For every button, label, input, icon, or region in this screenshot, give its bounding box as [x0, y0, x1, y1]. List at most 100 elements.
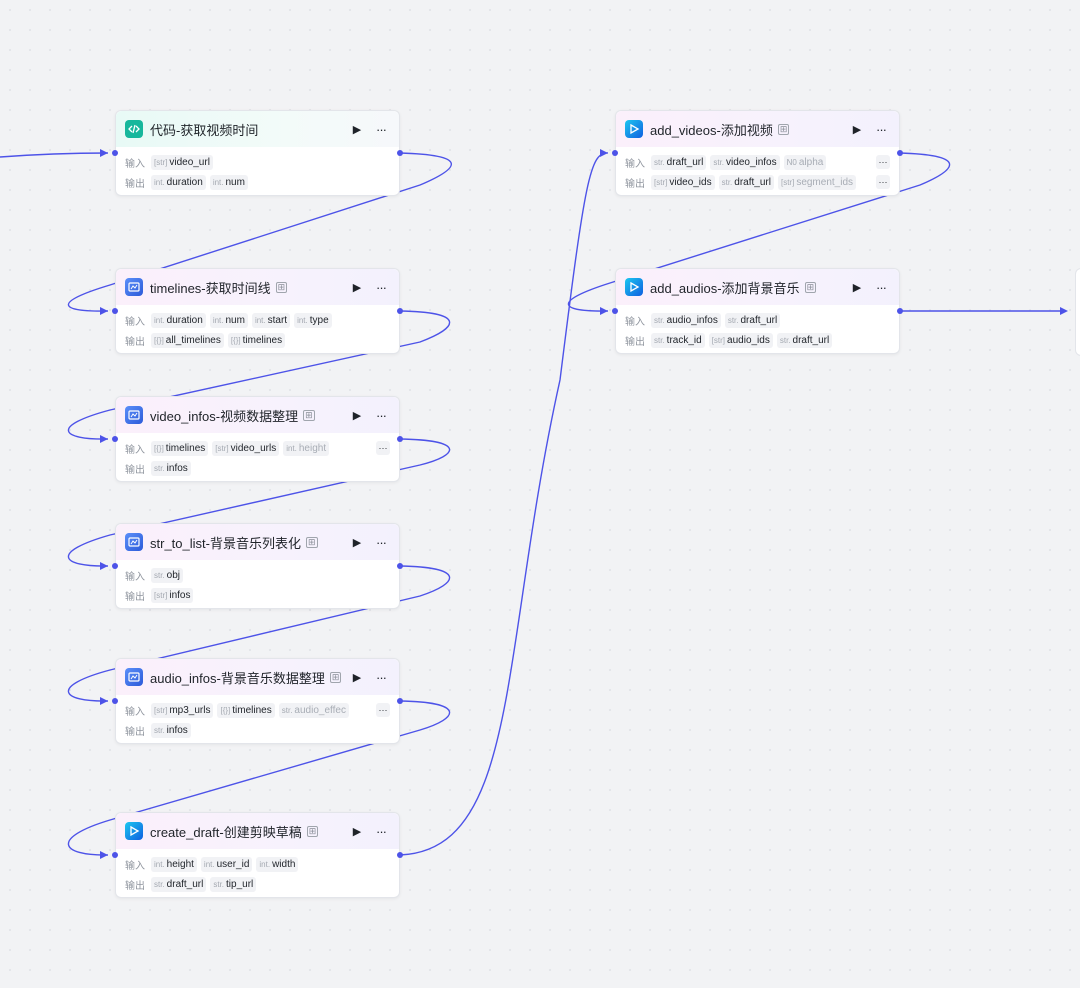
run-button[interactable]: ▶	[352, 409, 362, 422]
node-audio-infos[interactable]: audio_infos-背景音乐数据整理 ⊞ ▶ ··· 输入 [str]mp3…	[115, 658, 400, 744]
more-params-button[interactable]: ···	[376, 441, 390, 455]
run-button[interactable]: ▶	[352, 671, 362, 684]
param-tag: int.user_id	[200, 856, 253, 872]
node-title: timelines-获取时间线	[150, 280, 271, 296]
plugin-badge-icon: ⊞	[305, 536, 318, 548]
plugin-icon	[125, 406, 143, 424]
param-tag: int.width	[256, 856, 299, 872]
node-offscreen-partial[interactable]	[1075, 268, 1080, 356]
output-port[interactable]	[397, 436, 403, 442]
input-port[interactable]	[612, 308, 618, 314]
node-video-infos[interactable]: video_infos-视频数据整理 ⊞ ▶ ··· 输入 [{}]timeli…	[115, 396, 400, 482]
node-code-get-video-time[interactable]: 代码-获取视频时间 ▶ ··· 输入 [str]video_url 输出 int…	[115, 110, 400, 196]
output-label: 输出	[625, 178, 645, 190]
param-tag: int.duration	[151, 312, 206, 328]
node-title: str_to_list-背景音乐列表化	[150, 535, 301, 551]
more-params-button[interactable]: ···	[876, 175, 890, 189]
node-timelines[interactable]: timelines-获取时间线 ⊞ ▶ ··· 输入 int.duration …	[115, 268, 400, 354]
output-row: 输出 str.draft_url str.tip_url	[116, 874, 399, 894]
output-label: 输出	[125, 464, 145, 476]
more-params-button[interactable]: ···	[376, 703, 390, 717]
node-add-videos[interactable]: add_videos-添加视频 ⊞ ▶ ··· 输入 str.draft_url…	[615, 110, 900, 196]
param-tag: str.infos	[151, 722, 191, 738]
more-params-button[interactable]: ···	[876, 155, 890, 169]
plugin-badge-icon: ⊞	[306, 825, 319, 837]
param-tag: int.type	[294, 312, 332, 328]
node-header[interactable]: timelines-获取时间线 ⊞ ▶ ···	[116, 269, 399, 305]
output-label: 输出	[125, 178, 145, 190]
output-row: 输出 str.infos	[116, 720, 399, 740]
output-port[interactable]	[897, 150, 903, 156]
output-row: 输出 [str]infos	[116, 585, 399, 605]
more-menu-button[interactable]: ···	[376, 121, 387, 137]
node-title: 代码-获取视频时间	[150, 122, 259, 138]
node-title: video_infos-视频数据整理	[150, 408, 299, 424]
more-menu-button[interactable]: ···	[376, 407, 387, 423]
run-button[interactable]: ▶	[352, 536, 362, 549]
input-port[interactable]	[112, 150, 118, 156]
plugin-icon	[125, 533, 143, 551]
input-label: 输入	[625, 316, 645, 328]
more-menu-button[interactable]: ···	[376, 534, 387, 550]
arrowhead	[100, 851, 108, 859]
input-port[interactable]	[112, 308, 118, 314]
output-port[interactable]	[397, 698, 403, 704]
param-tag: [{}]timelines	[151, 440, 209, 456]
plugin-icon	[125, 278, 143, 296]
more-menu-button[interactable]: ···	[376, 669, 387, 685]
input-port[interactable]	[112, 698, 118, 704]
arrowhead	[100, 435, 108, 443]
param-tag: [str]video_url	[151, 154, 213, 170]
output-port[interactable]	[397, 150, 403, 156]
output-label: 输出	[125, 591, 145, 603]
node-header[interactable]: video_infos-视频数据整理 ⊞ ▶ ···	[116, 397, 399, 433]
output-row: 输出 int.duration int.num	[116, 172, 399, 192]
node-header[interactable]: audio_infos-背景音乐数据整理 ⊞ ▶ ···	[116, 659, 399, 695]
plugin-badge-icon: ⊞	[303, 409, 315, 421]
param-tag: str.draft_url	[718, 174, 774, 190]
arrowhead	[100, 697, 108, 705]
input-port[interactable]	[612, 150, 618, 156]
run-button[interactable]: ▶	[352, 281, 362, 294]
param-tag: int.height	[151, 856, 197, 872]
input-port[interactable]	[112, 852, 118, 858]
input-port[interactable]	[112, 563, 118, 569]
param-tag: str.audio_effec	[278, 702, 349, 718]
input-label: 输入	[125, 706, 145, 718]
more-menu-button[interactable]: ···	[876, 121, 887, 137]
node-create-draft[interactable]: create_draft-创建剪映草稿 ⊞ ▶ ··· 输入 int.heigh…	[115, 812, 400, 898]
param-tag: str.track_id	[651, 332, 705, 348]
param-tag: int.height	[283, 440, 330, 456]
node-add-audios[interactable]: add_audios-添加背景音乐 ⊞ ▶ ··· 输入 str.audio_i…	[615, 268, 900, 354]
output-label: 输出	[125, 336, 145, 348]
run-button[interactable]: ▶	[852, 281, 862, 294]
node-header[interactable]: 代码-获取视频时间 ▶ ···	[116, 111, 399, 147]
node-header[interactable]: str_to_list-背景音乐列表化 ⊞ ▶ ···	[116, 524, 399, 560]
node-header[interactable]: add_audios-添加背景音乐 ⊞ ▶ ···	[616, 269, 899, 305]
run-button[interactable]: ▶	[352, 825, 362, 838]
param-tag: str.tip_url	[210, 876, 257, 892]
output-port[interactable]	[397, 563, 403, 569]
output-port[interactable]	[397, 852, 403, 858]
output-label: 输出	[125, 726, 145, 738]
more-menu-button[interactable]: ···	[376, 279, 387, 295]
node-str-to-list[interactable]: str_to_list-背景音乐列表化 ⊞ ▶ ··· 输入 str.obj 输…	[115, 523, 400, 609]
output-port[interactable]	[397, 308, 403, 314]
node-header[interactable]: create_draft-创建剪映草稿 ⊞ ▶ ···	[116, 813, 399, 849]
node-header[interactable]: add_videos-添加视频 ⊞ ▶ ···	[616, 111, 899, 147]
more-menu-button[interactable]: ···	[876, 279, 887, 295]
output-port[interactable]	[897, 308, 903, 314]
code-icon	[125, 120, 143, 138]
plugin-badge-icon: ⊞	[275, 281, 288, 293]
node-title: add_audios-添加背景音乐	[650, 280, 800, 296]
param-tag: [str]video_ids	[651, 174, 715, 190]
run-button[interactable]: ▶	[352, 123, 362, 136]
input-port[interactable]	[112, 436, 118, 442]
param-tag: [str]video_urls	[212, 440, 280, 456]
param-tag: str.draft_url	[151, 876, 207, 892]
more-menu-button[interactable]: ···	[376, 823, 387, 839]
plugin-badge-icon: ⊞	[804, 281, 817, 293]
param-tag: str.draft_url	[776, 332, 833, 348]
run-button[interactable]: ▶	[852, 123, 862, 136]
